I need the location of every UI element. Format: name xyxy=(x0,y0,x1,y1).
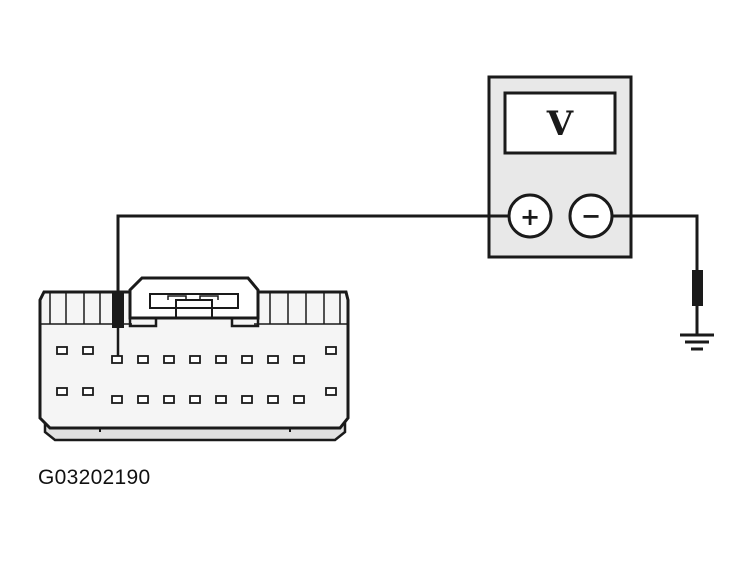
figure-id-label: G03202190 xyxy=(38,466,151,489)
positive-terminal-symbol: + xyxy=(520,203,540,231)
negative-lead-wire xyxy=(612,214,699,270)
probe-icon xyxy=(692,270,703,334)
pin-row-1 xyxy=(56,346,337,364)
probe-tip xyxy=(112,292,124,328)
voltmeter-display xyxy=(503,91,617,155)
voltmeter-display-symbol: V xyxy=(546,104,574,144)
ground-symbol-icon xyxy=(680,333,714,351)
connector-icon xyxy=(38,276,350,442)
positive-lead-wire xyxy=(116,214,509,292)
negative-terminal-symbol: − xyxy=(581,202,601,230)
connector-ribs-right xyxy=(254,292,348,325)
voltmeter-icon: V + − xyxy=(487,75,633,259)
pin-row-2 xyxy=(56,387,337,404)
